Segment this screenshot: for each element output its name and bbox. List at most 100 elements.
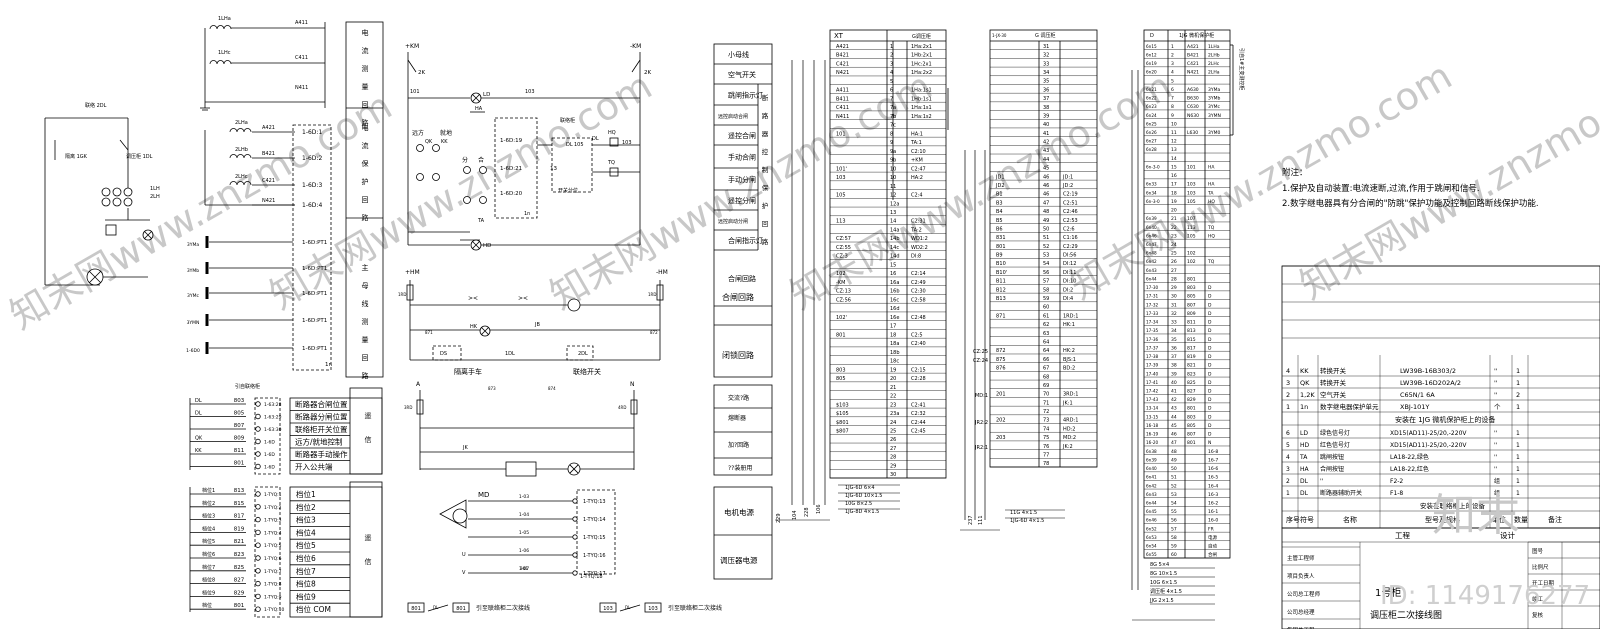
d-dest: HQ (1208, 199, 1215, 205)
cable-label: 8G 5×4 (1150, 562, 1169, 568)
function-item: 远控启动合闸 (718, 113, 748, 120)
d-wire: 821 (1187, 363, 1196, 369)
d-src: 17-36 (1146, 337, 1159, 342)
d-wire: 801 (1187, 406, 1196, 412)
gear-term: 1-TYQ:4 (264, 530, 282, 536)
signal-label: 断路器手动操作 (295, 449, 348, 459)
d-num: 29 (1171, 285, 1177, 291)
btn-label: TA (477, 218, 485, 224)
g-dest: 1RD:1 (1063, 313, 1078, 319)
g-wire: B11 (996, 279, 1006, 285)
wire-label: 1-05 (519, 530, 529, 536)
g-dest: JK:2 (1062, 444, 1073, 450)
d-dest: 3YMb (1208, 96, 1220, 102)
g-num: 49 (1043, 218, 1049, 224)
d-wire: 823 (1187, 371, 1196, 377)
g-header: 1-JX-30 (992, 33, 1007, 38)
g-dest: DI:11 (1063, 270, 1076, 276)
signal-wire: 811 (234, 448, 245, 454)
g-wire: B13 (996, 296, 1006, 302)
eq-cell: 个 (1494, 403, 1501, 411)
lamp-cross (481, 327, 489, 335)
eq-cell: 1 (1516, 430, 1520, 437)
g-num: 43 (1043, 148, 1049, 154)
d-src: 6n28 (1146, 147, 1157, 152)
terminal-circle (572, 570, 578, 576)
g-left-label: MD:1 (975, 393, 988, 399)
wire-label: 1-03 (519, 494, 529, 500)
g-dest: DI:2 (1063, 287, 1073, 293)
g-num: 71 (1043, 400, 1049, 406)
lamp-cross (472, 94, 480, 102)
g-dest: DI:56 (1063, 253, 1076, 259)
function-item: ??装册用 (728, 464, 752, 472)
cable-label: 10G 8×2.5 (845, 501, 872, 507)
terminal-circle (255, 568, 261, 574)
gear-src: 档位5 (202, 538, 215, 545)
xt-wire: C411 (836, 105, 849, 111)
tyq-box (576, 489, 616, 575)
d-wire: 107 (1187, 216, 1196, 222)
vertical-char: 制 (762, 165, 769, 174)
d-wire: 101 (1187, 164, 1196, 170)
signal-label: 开入公共端 (295, 462, 333, 472)
g-wire: B3 (996, 200, 1003, 206)
xt-num: 23 (890, 402, 896, 408)
d-num: 6 (1171, 87, 1174, 93)
gear-wire: 815 (234, 501, 245, 507)
eq-cell: 1 (1516, 478, 1520, 485)
g-dest: 4RD:1 (1063, 418, 1078, 424)
key-label: QK (425, 139, 433, 145)
eq-cell: '' (1494, 466, 1498, 473)
key-contact-icon (463, 166, 471, 174)
side-label: 遥信 (365, 411, 372, 444)
xt-dest: C2:32 (911, 411, 926, 417)
motor-icon (567, 298, 581, 312)
d-num: 34 (1171, 328, 1177, 334)
xt-num: 27 (890, 446, 896, 452)
d-src: 6n33 (1146, 182, 1157, 187)
g-dest: C1:16 (1063, 235, 1078, 241)
d-src: 6n52 (1146, 526, 1157, 531)
d-dest: 16-3 (1208, 492, 1218, 498)
legend-box-label: 103 (648, 606, 658, 612)
xt-num: 18 (890, 332, 896, 338)
end-label: U (462, 552, 466, 558)
terminal-circle (572, 498, 578, 504)
d-src: 6n44 (1146, 276, 1157, 281)
gear-src: 档位8 (202, 577, 215, 584)
motor-icon (452, 508, 468, 524)
eq-cell: 1 (1516, 490, 1520, 497)
lamp-label: LD (483, 92, 490, 98)
d-dest: D (1208, 414, 1212, 420)
term-label: 1-TYQ:15 (583, 535, 606, 541)
d-src: 17-35 (1146, 328, 1159, 333)
vertical-char: 路 (762, 237, 769, 246)
d-num: 23 (1171, 233, 1177, 239)
meter-label: C411 (295, 55, 308, 61)
g-left-label: JR2:1 (974, 445, 988, 451)
d-src: 6n23 (1146, 104, 1157, 109)
d-wire: 113 (1187, 225, 1196, 231)
terminal-circle (255, 463, 261, 470)
vertical-char: 测 (362, 318, 369, 326)
eq-cell: 4 (1286, 367, 1290, 375)
section-column (345, 21, 384, 378)
d-num: 38 (1171, 363, 1177, 369)
g-num: 47 (1043, 200, 1049, 206)
xt-num: 23a (890, 411, 899, 417)
hq-coil-icon (609, 137, 619, 147)
d-num: 49 (1171, 457, 1177, 463)
d-wire: 811 (1187, 320, 1196, 326)
jk-label: JK (462, 445, 468, 451)
ct-label: 2LHc (235, 174, 248, 180)
signal-label: 断路器分闸位置 (295, 412, 348, 422)
d-wire: A630 (1187, 87, 1199, 93)
signal-src: QK (195, 436, 203, 442)
d-src: 6n12 (1146, 52, 1157, 57)
d-num: 47 (1171, 440, 1177, 446)
d-dest: TQ (1207, 225, 1215, 231)
g-num: 34 (1043, 70, 1049, 76)
g-num: 62 (1043, 322, 1049, 328)
